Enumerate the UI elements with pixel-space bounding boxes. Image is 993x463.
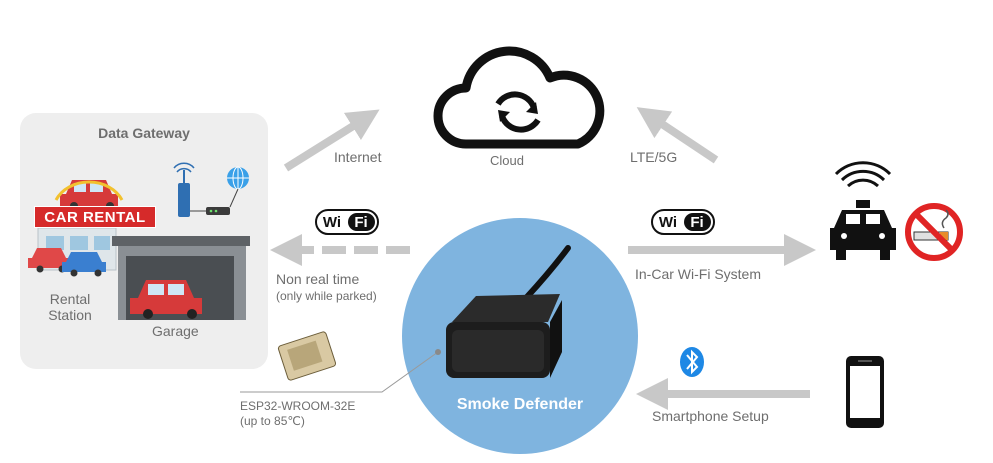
car-rental-sign: CAR RENTAL bbox=[34, 206, 156, 228]
smartphone-icon bbox=[846, 356, 884, 428]
bluetooth-icon bbox=[680, 347, 704, 377]
taxi-icon bbox=[830, 161, 896, 260]
garage-label: Garage bbox=[152, 323, 199, 339]
internet-label: Internet bbox=[334, 149, 382, 165]
cloud-label: Cloud bbox=[490, 153, 524, 168]
smoke-defender-title: Smoke Defender bbox=[456, 396, 584, 413]
smoke-defender-device bbox=[446, 245, 571, 378]
svg-text:Fi: Fi bbox=[690, 214, 703, 231]
no-smoking-icon bbox=[905, 203, 963, 261]
internet-arrow bbox=[283, 109, 380, 172]
rental-station-label: Rental Station bbox=[48, 291, 92, 323]
cloud-sync-icon bbox=[433, 46, 605, 149]
wifi-badge-icon: Wi Fi bbox=[315, 209, 379, 235]
esp32-module-label: ESP32-WROOM-32E bbox=[240, 399, 356, 413]
lte-label: LTE/5G bbox=[630, 149, 678, 165]
esp32-module-icon bbox=[277, 331, 337, 381]
svg-text:Wi: Wi bbox=[659, 214, 677, 231]
wifi-badge-icon: Wi Fi bbox=[651, 209, 715, 235]
svg-text:Fi: Fi bbox=[354, 214, 367, 231]
esp32-callout-line bbox=[240, 351, 439, 393]
data-gateway-title: Data Gateway bbox=[98, 125, 190, 141]
smartphone-setup-label: Smartphone Setup bbox=[652, 408, 769, 424]
router-icon bbox=[173, 162, 230, 217]
esp32-temp-label: (up to 85℃) bbox=[240, 414, 305, 428]
non-real-time-label: Non real time bbox=[276, 271, 360, 287]
lte-arrow bbox=[636, 107, 719, 164]
garage-illustration bbox=[112, 236, 250, 320]
rental-station-illustration bbox=[28, 180, 124, 277]
only-parked-label: (only while parked) bbox=[276, 289, 377, 303]
svg-text:Wi: Wi bbox=[323, 214, 341, 231]
globe-icon bbox=[227, 166, 249, 208]
in-car-wifi-label: In-Car Wi-Fi System bbox=[635, 266, 761, 282]
